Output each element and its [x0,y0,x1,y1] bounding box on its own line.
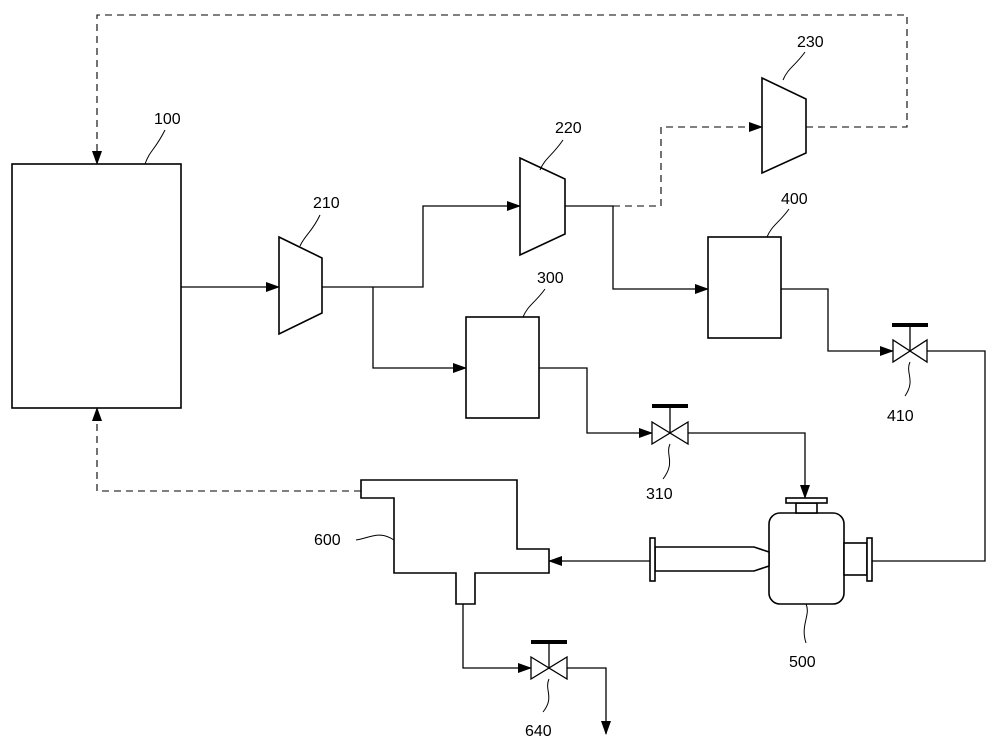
tank-300 [466,317,539,418]
fuel-cell-block [12,164,181,408]
ejector-500 [650,498,872,604]
separator-600 [361,480,549,604]
label-310: 310 [646,486,673,503]
label-210: 210 [313,195,340,212]
valve-310 [652,404,688,444]
label-410: 410 [887,408,914,425]
label-300: 300 [537,270,564,287]
label-640: 640 [525,723,552,740]
label-220: 220 [555,120,582,137]
label-400: 400 [781,191,808,208]
compressor-220 [520,158,565,255]
label-600: 600 [314,532,341,549]
tank-400 [708,237,781,338]
label-500: 500 [789,654,816,671]
valve-640 [531,640,567,679]
compressor-210 [279,237,322,334]
valve-410 [892,323,928,362]
compressor-230 [762,78,806,173]
label-230: 230 [797,34,824,51]
label-100: 100 [154,111,181,128]
